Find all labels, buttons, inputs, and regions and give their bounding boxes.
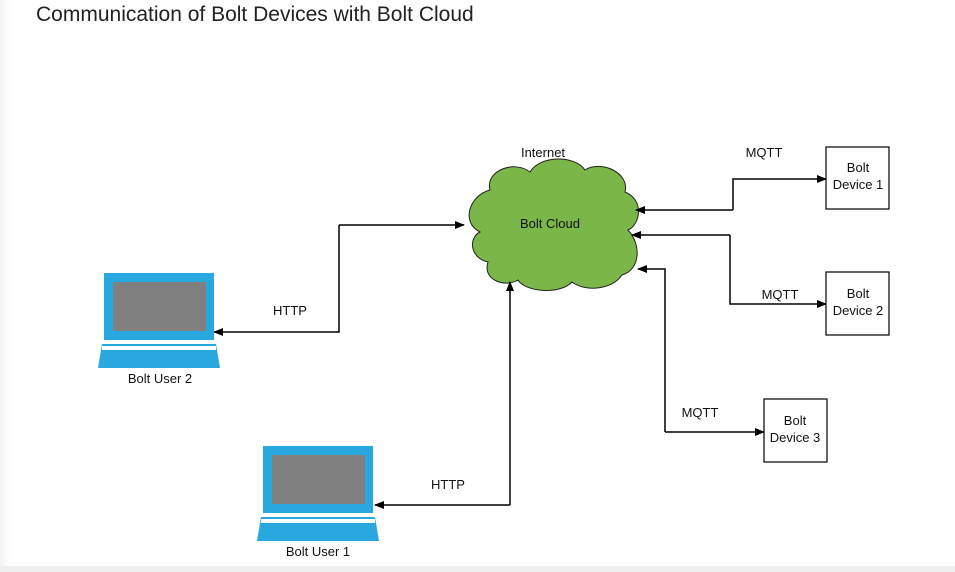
device3-label-line2: Device 3 <box>770 430 821 445</box>
page-title: Communication of Bolt Devices with Bolt … <box>36 3 474 26</box>
device2-protocol-label: MQTT <box>762 287 799 302</box>
device1-label-line1: Bolt <box>847 160 870 175</box>
device2-label-line1: Bolt <box>847 286 870 301</box>
laptop-icon-user2 <box>98 273 220 368</box>
bottom-bar <box>0 566 955 572</box>
device3-label-line1: Bolt <box>784 413 807 428</box>
connector-cloud-device2 <box>729 235 827 308</box>
user2-label: Bolt User 2 <box>128 371 192 386</box>
device-box-2: Bolt Device 2 <box>825 271 890 336</box>
device-box-1: Bolt Device 1 <box>825 146 890 210</box>
device1-label-line2: Device 1 <box>833 177 884 192</box>
connector-cloud-device1 <box>732 175 827 210</box>
cloud-label: Bolt Cloud <box>520 216 580 231</box>
device-box-3: Bolt Device 3 <box>763 398 828 463</box>
user1-protocol-label: HTTP <box>431 477 465 492</box>
left-shade <box>0 0 10 572</box>
user1-label: Bolt User 1 <box>286 544 350 559</box>
user2-protocol-label: HTTP <box>273 303 307 318</box>
cloud-node: Bolt Cloud <box>468 158 639 291</box>
laptop-icon-user1 <box>257 446 379 541</box>
device3-protocol-label: MQTT <box>682 405 719 420</box>
cloud-shape <box>468 158 639 291</box>
connector-user2-cloud <box>213 225 340 336</box>
device1-protocol-label: MQTT <box>746 145 783 160</box>
device2-label-line2: Device 2 <box>833 303 884 318</box>
internet-label: Internet <box>521 145 565 160</box>
connector-device3-cloud <box>637 265 666 432</box>
